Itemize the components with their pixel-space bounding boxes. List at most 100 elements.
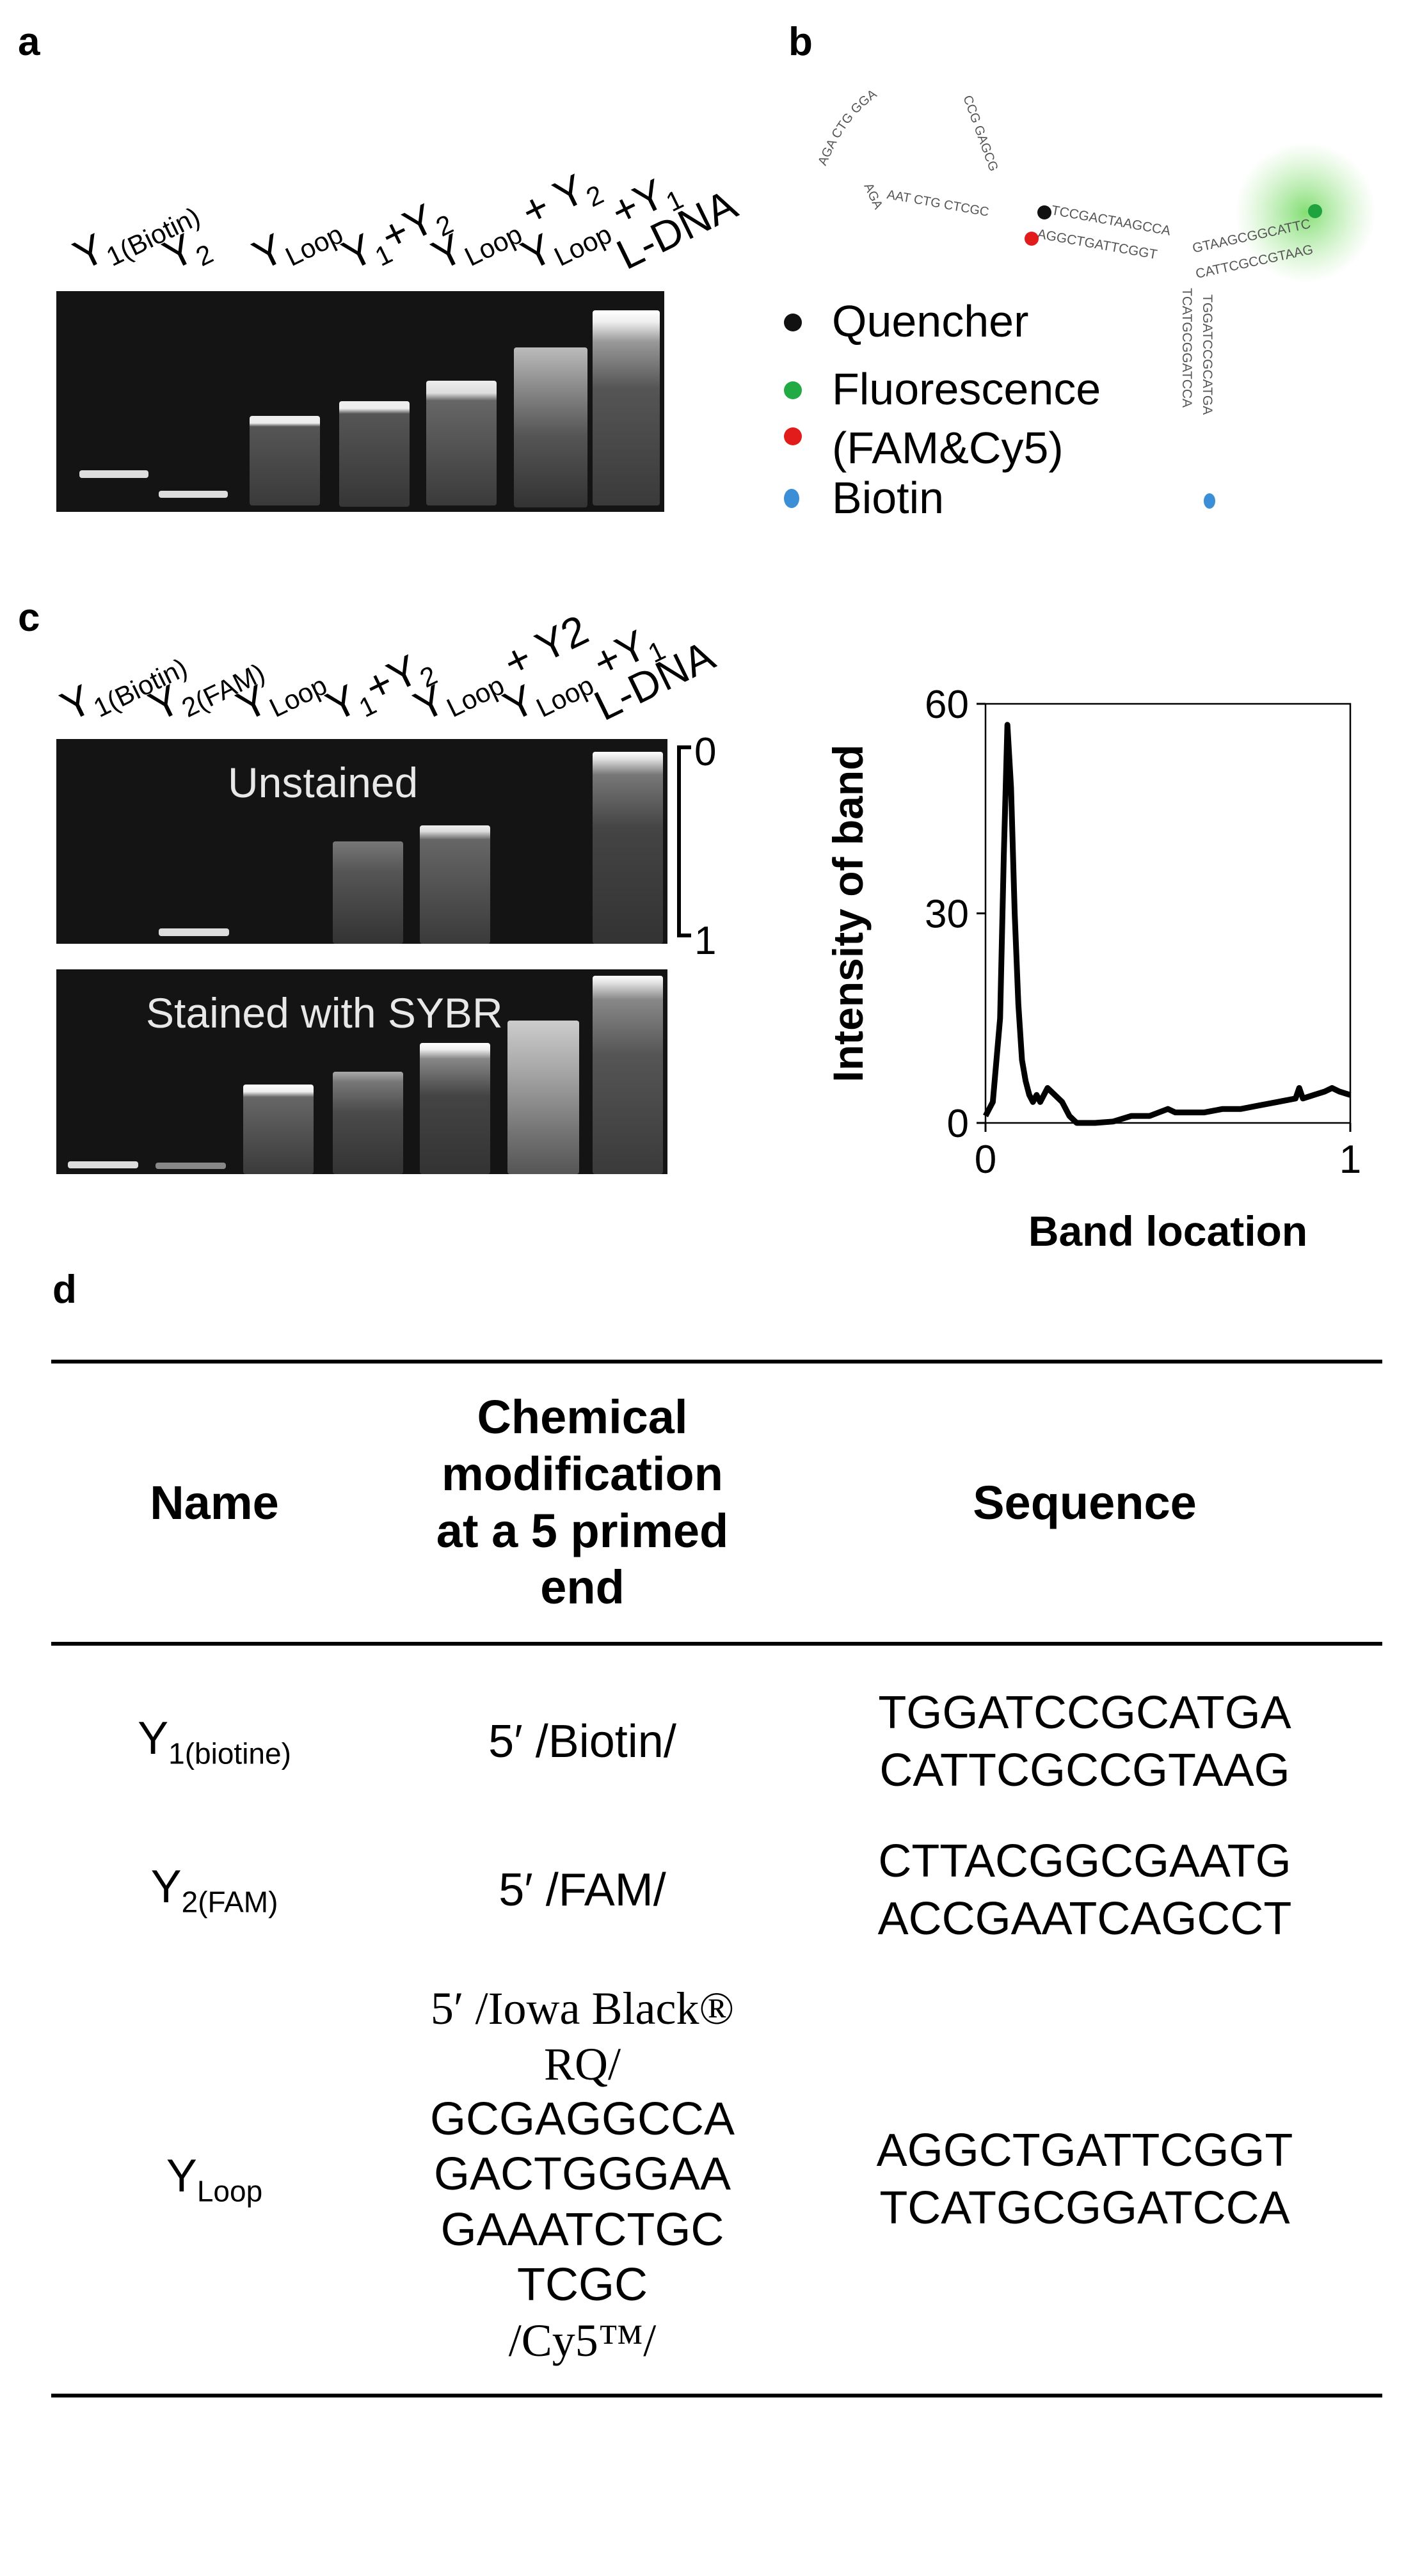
y-axis-label: Intensity of band	[824, 745, 872, 1083]
gel-band	[593, 976, 663, 1174]
oligo-modification: 5′ /Iowa Black® RQ/ GCGAGGCCA GACTGGGAA …	[378, 1964, 787, 2396]
oligo-name: Y2(FAM)	[51, 1816, 378, 1964]
header-modification: Chemical modification at a 5 primed end	[378, 1362, 787, 1644]
modification-line: GACTGGGAA	[433, 2149, 731, 2200]
legend-fam-cy5: (FAM&Cy5)	[832, 423, 1064, 473]
name-subscript: Loop	[196, 2174, 263, 2208]
y-tick-label: 0	[947, 1102, 969, 1146]
oligo-sequence: AGGCTGATTCGGT TCATGCGGATCCA	[787, 1964, 1382, 2396]
name-base: Y	[150, 1861, 182, 1913]
panel-b-label: b	[788, 20, 813, 64]
x-tick-label: 1	[1339, 1138, 1361, 1182]
modification-line: 5′ /Iowa Black® RQ/	[430, 1983, 735, 2090]
header-sequence: Sequence	[973, 1476, 1197, 1530]
name-base: Y	[138, 1713, 169, 1765]
oligo-sequence: CTTACGGCGAATG ACCGAATCAGCCT	[787, 1816, 1382, 1964]
scale-bottom-label: 1	[694, 919, 717, 963]
inner-sequence-1: CCG GAGCG	[960, 93, 1000, 173]
header-modification-line: modification	[442, 1447, 723, 1500]
modification-line: TCGC	[517, 2259, 648, 2311]
header-modification-line: end	[540, 1561, 625, 1614]
panel-c-unstained-gel: Unstained	[56, 739, 667, 944]
header-name: Name	[150, 1476, 279, 1530]
lane-label-subscript: Loop	[264, 669, 332, 723]
legend-quencher-dot	[784, 314, 802, 331]
scale-bottom-tick	[677, 934, 691, 937]
x-tick-label: 0	[975, 1138, 996, 1182]
loop-sequence-top: AGA CTG GGA	[815, 87, 879, 168]
table-row: Y2(FAM) 5′ /FAM/ CTTACGGCGAATG ACCGAATCA…	[51, 1816, 1382, 1964]
gel-band	[420, 1043, 490, 1174]
name-subscript: 2(FAM)	[181, 1885, 278, 1919]
x-axis-label: Band location	[1028, 1207, 1307, 1255]
legend-quencher: Quencher	[832, 296, 1029, 346]
red-fluorophore-marker	[1025, 232, 1039, 246]
legend-biotin-dot	[784, 489, 799, 508]
panel-c-label: c	[18, 596, 40, 640]
table-row: YLoop 5′ /Iowa Black® RQ/ GCGAGGCCA GACT…	[51, 1964, 1382, 2396]
panel-c-stained-gel: Stained with SYBR	[56, 969, 667, 1174]
stem-sequence-1: TCATGCGGATCCA	[1179, 288, 1194, 408]
oligo-name: YLoop	[51, 1964, 378, 2396]
oligo-name: Y1(biotine)	[51, 1644, 378, 1816]
panel-a-label: a	[18, 20, 40, 64]
panel-d-label: d	[52, 1268, 77, 1312]
table-header-row: Name Chemical modification at a 5 primed…	[51, 1362, 1382, 1644]
gel-band	[426, 381, 497, 505]
sequence-line: AGGCTGATTCGGT	[876, 2124, 1293, 2176]
gel-band	[159, 928, 229, 936]
quencher-marker	[1037, 205, 1051, 219]
legend-fam-cy5-dot	[784, 427, 802, 445]
oligo-modification: 5′ /Biotin/	[488, 1716, 676, 1768]
gel-band	[243, 1085, 314, 1174]
sequence-line: CATTCGCCGTAAG	[879, 1745, 1290, 1797]
fluorescence-glow	[1235, 142, 1376, 283]
biotin-marker	[1204, 493, 1215, 509]
header-modification-line: Chemical	[477, 1390, 688, 1443]
gel-band	[339, 401, 410, 507]
gel-band	[333, 1072, 403, 1174]
band-location-scale	[677, 745, 700, 937]
gel-band	[68, 1161, 138, 1168]
gel-band	[79, 470, 148, 478]
gel-band	[333, 841, 403, 944]
legend-biotin: Biotin	[832, 473, 945, 523]
scale-top-label: 0	[694, 730, 717, 774]
scale-top-tick	[677, 745, 691, 749]
plot-frame	[984, 703, 1352, 1124]
table-row: Y1(biotine) 5′ /Biotin/ TGGATCCGCATGA CA…	[51, 1644, 1382, 1816]
oligo-modification: 5′ /FAM/	[499, 1864, 666, 1916]
oligo-sequence-table: Name Chemical modification at a 5 primed…	[51, 1360, 1382, 2397]
panel-a-lane-label: YLoop	[245, 197, 348, 285]
gel-band	[593, 310, 660, 505]
gel-band	[593, 752, 663, 944]
modification-line: /Cy5™/	[508, 2314, 657, 2366]
unstained-caption: Unstained	[228, 759, 419, 806]
lane-label-subscript: Loop	[280, 218, 348, 272]
gel-band	[420, 825, 490, 944]
sequence-line: TGGATCCGCATGA	[878, 1687, 1291, 1739]
inner-sequence-2: AAT CTG CTCGC	[886, 187, 990, 219]
intensity-series-line	[983, 722, 1352, 1126]
sequence-line: ACCGAATCAGCCT	[877, 1893, 1292, 1945]
legend-fluorescence-dot	[784, 381, 802, 399]
modification-line: GAAATCTGC	[440, 2204, 724, 2255]
name-base: Y	[166, 2150, 197, 2202]
gel-band	[159, 491, 228, 498]
stem-sequence-2: TGGATCCGCATGA	[1200, 294, 1215, 415]
gel-band	[507, 1021, 579, 1174]
gel-band	[156, 1163, 226, 1169]
modification-line: GCGAGGCCA	[429, 2093, 735, 2145]
legend-fluorescence: Fluorescence	[832, 364, 1101, 414]
sequence-line: TCATGCGGATCCA	[879, 2182, 1290, 2234]
y-tick-label: 30	[925, 893, 969, 937]
gel-band	[514, 347, 587, 507]
gel-band	[250, 416, 320, 505]
name-subscript: 1(biotine)	[168, 1737, 291, 1770]
y-tick-label: 60	[925, 683, 969, 727]
oligo-sequence: TGGATCCGCATGA CATTCGCCGTAAG	[787, 1644, 1382, 1816]
green-fluorophore-marker	[1308, 204, 1322, 218]
stained-caption: Stained with SYBR	[146, 989, 503, 1037]
header-modification-line: at a 5 primed	[436, 1504, 729, 1557]
